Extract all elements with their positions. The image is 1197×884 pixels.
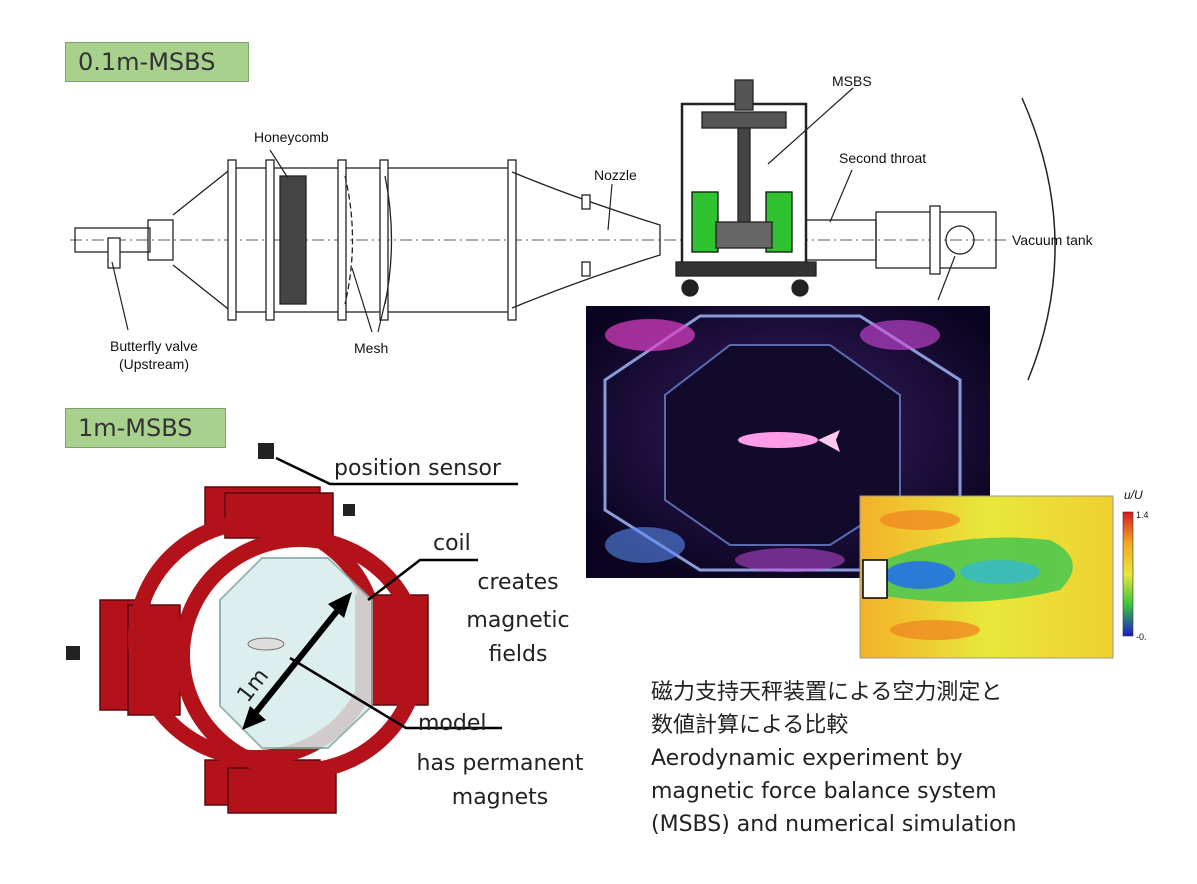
label-model-desc-line2: magnets [451, 785, 549, 810]
label-coil-desc-line3: fields [488, 642, 548, 667]
label-butterfly-valve-line1: Butterfly valve [110, 338, 198, 354]
honeycomb [279, 175, 307, 305]
caption-en-line3: (MSBS) and numerical simulation [651, 812, 1017, 837]
label-upstream: (Upstream) [118, 356, 189, 372]
label-model-desc-line1: has permanent [416, 751, 584, 776]
label-nozzle: Nozzle [594, 167, 637, 183]
colorbar [1122, 511, 1134, 637]
label-coil-desc-line2: magnetic [466, 608, 570, 633]
label-coil-desc-line1: creates [477, 570, 559, 595]
colorbar-max: 1.4 [1136, 510, 1149, 520]
label-coil-desc: creates magnetic fields [458, 569, 578, 669]
caption: 磁力支持天秤装置による空力測定と 数値計算による比較 Aerodynamic e… [651, 676, 1111, 841]
label-model-desc: has permanent magnets [402, 750, 598, 812]
caption-jp-line1: 磁力支持天秤装置による空力測定と [651, 680, 1003, 705]
colorbar-label: u/U [1124, 488, 1143, 502]
label-coil: coil [433, 531, 471, 556]
label-mesh: Mesh [354, 340, 389, 356]
label-position-sensor: position sensor [334, 456, 502, 481]
caption-en-line1: Aerodynamic experiment by [651, 746, 963, 771]
cfd-model-body [862, 559, 888, 599]
label-butterfly-valve: Butterfly valve (Upstream) [104, 337, 204, 373]
label-second-throat: Second throat [839, 150, 927, 166]
nozzle [511, 171, 661, 309]
caption-jp-line2: 数値計算による比較 [651, 713, 849, 738]
label-vacuum-tank: Vacuum tank [1012, 232, 1093, 248]
caption-en-line2: magnetic force balance system [651, 779, 997, 804]
label-model: model [418, 711, 487, 736]
tag-large-msbs: 1m-MSBS [65, 408, 226, 448]
colorbar-min: -0. [1136, 632, 1147, 642]
label-honeycomb: Honeycomb [254, 129, 329, 145]
tag-small-msbs: 0.1m-MSBS [65, 42, 249, 82]
label-msbs: MSBS [832, 73, 872, 89]
